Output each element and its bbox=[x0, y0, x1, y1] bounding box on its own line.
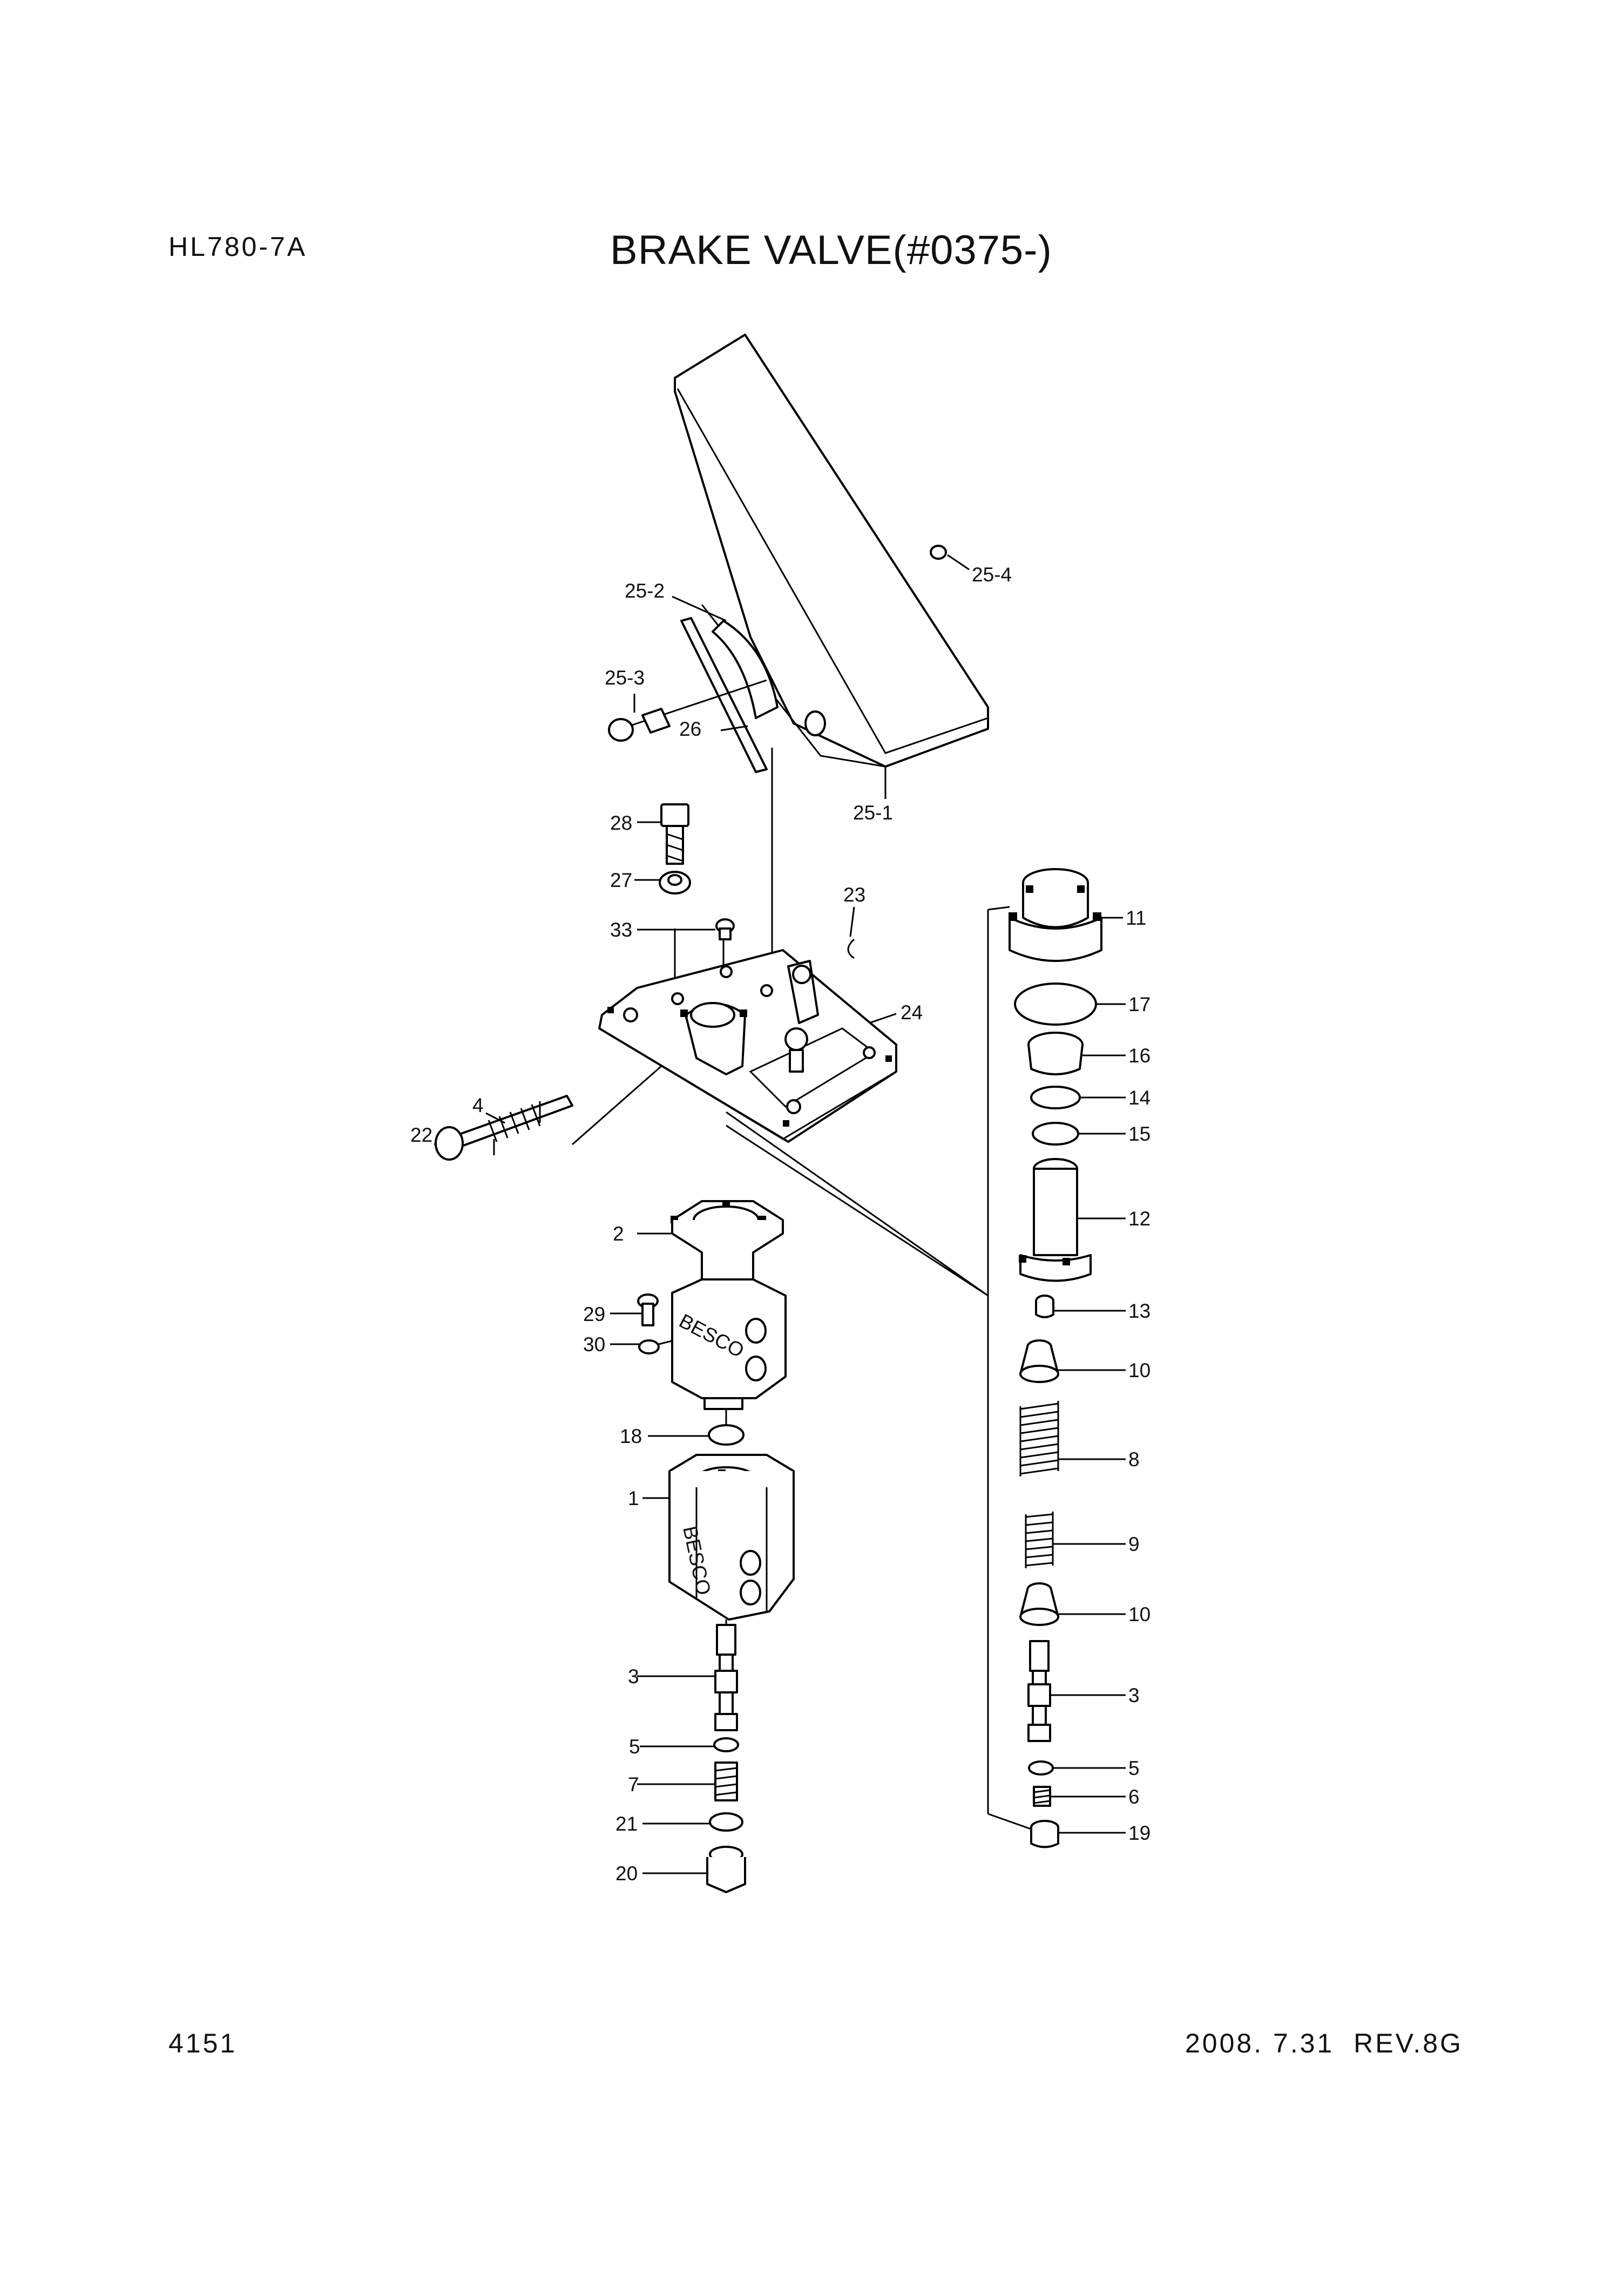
retainer-part-10-upper bbox=[1019, 1339, 1059, 1383]
callout-27: 27 bbox=[610, 869, 632, 891]
callout-26: 26 bbox=[679, 718, 701, 740]
plunger-part-3-left bbox=[714, 1624, 738, 1731]
callout-11: 11 bbox=[1126, 907, 1146, 929]
valve-body-part-1 bbox=[668, 1454, 795, 1621]
callout-25-2: 25-2 bbox=[625, 580, 665, 602]
callout-6: 6 bbox=[1128, 1786, 1140, 1808]
callout-14: 14 bbox=[1128, 1087, 1151, 1109]
callout-33: 33 bbox=[610, 919, 632, 941]
washer-part-30 bbox=[638, 1339, 660, 1354]
o-ring-part-18 bbox=[708, 1424, 745, 1446]
callout-23: 23 bbox=[843, 884, 865, 906]
callout-12: 12 bbox=[1128, 1208, 1151, 1230]
callout-3-left: 3 bbox=[628, 1665, 639, 1688]
seat-part-16 bbox=[1027, 1032, 1084, 1075]
callout-28: 28 bbox=[610, 812, 632, 834]
callout-15: 15 bbox=[1128, 1123, 1151, 1145]
retainer-part-10-lower bbox=[1019, 1582, 1059, 1626]
revision-date: 2008. 7.31 REV.8G bbox=[1185, 2028, 1463, 2058]
callout-5-left: 5 bbox=[629, 1736, 640, 1758]
o-ring-part-14 bbox=[1030, 1086, 1081, 1109]
sleeve-part-12 bbox=[1019, 1158, 1092, 1282]
upper-housing-part-2 bbox=[671, 1200, 787, 1410]
callout-25-1: 25-1 bbox=[853, 802, 893, 824]
nut-part-13 bbox=[1035, 1295, 1054, 1318]
ring-part-5-left bbox=[713, 1737, 739, 1752]
callout-30: 30 bbox=[583, 1333, 605, 1356]
callout-21: 21 bbox=[615, 1813, 638, 1835]
callout-9: 9 bbox=[1128, 1533, 1140, 1555]
callout-18: 18 bbox=[620, 1425, 642, 1447]
callout-22: 22 bbox=[410, 1124, 432, 1146]
callout-24: 24 bbox=[901, 1001, 923, 1024]
callout-17: 17 bbox=[1128, 993, 1151, 1015]
page-title: BRAKE VALVE(#0375-) bbox=[610, 227, 1052, 273]
callout-4: 4 bbox=[472, 1094, 484, 1116]
screw-part-33 bbox=[715, 918, 735, 940]
spring-part-4 bbox=[488, 1101, 541, 1155]
callout-7: 7 bbox=[628, 1773, 639, 1796]
plunger-part-3-right bbox=[1027, 1640, 1051, 1742]
callout-25-4: 25-4 bbox=[972, 564, 1012, 586]
o-ring-part-21 bbox=[709, 1812, 743, 1832]
o-ring-part-17 bbox=[1014, 983, 1097, 1026]
callout-13: 13 bbox=[1128, 1300, 1151, 1322]
plug-part-19 bbox=[1030, 1820, 1059, 1848]
callout-20: 20 bbox=[615, 1862, 638, 1885]
plug-part-25-4 bbox=[930, 545, 947, 560]
screw-part-29 bbox=[637, 1293, 659, 1326]
spring-part-9 bbox=[1025, 1512, 1054, 1568]
page-number: 4151 bbox=[168, 2028, 238, 2058]
callout-8: 8 bbox=[1128, 1448, 1140, 1471]
callout-1: 1 bbox=[628, 1487, 639, 1509]
o-ring-part-15 bbox=[1032, 1122, 1079, 1146]
plug-part-20 bbox=[706, 1846, 746, 1893]
bolt-part-28 bbox=[660, 803, 689, 865]
callout-10-lower: 10 bbox=[1128, 1603, 1151, 1625]
callout-2: 2 bbox=[613, 1223, 624, 1245]
callout-10-upper: 10 bbox=[1128, 1359, 1151, 1381]
callout-labels: 25-4 25-2 25-3 26 25-1 28 27 33 23 24 4 … bbox=[410, 564, 1151, 1885]
callout-19: 19 bbox=[1128, 1822, 1151, 1844]
assembly-lines bbox=[572, 748, 1034, 1831]
callout-29: 29 bbox=[583, 1303, 605, 1325]
callout-16: 16 bbox=[1128, 1045, 1151, 1067]
callout-5-right: 5 bbox=[1128, 1757, 1140, 1779]
callout-3-right: 3 bbox=[1128, 1684, 1140, 1706]
spring-part-7 bbox=[714, 1761, 738, 1801]
nut-part-27 bbox=[659, 871, 691, 895]
callout-25-3: 25-3 bbox=[605, 667, 645, 689]
bolt-part-25-3 bbox=[608, 679, 767, 742]
ring-part-5-right bbox=[1028, 1760, 1054, 1776]
base-plate-part-24 bbox=[598, 949, 897, 1143]
clip-part-23 bbox=[847, 938, 855, 959]
model-code: HL780-7A bbox=[168, 232, 308, 262]
cap-part-11 bbox=[1009, 868, 1102, 962]
spring-part-8 bbox=[1019, 1401, 1059, 1476]
spring-part-6 bbox=[1033, 1786, 1051, 1807]
